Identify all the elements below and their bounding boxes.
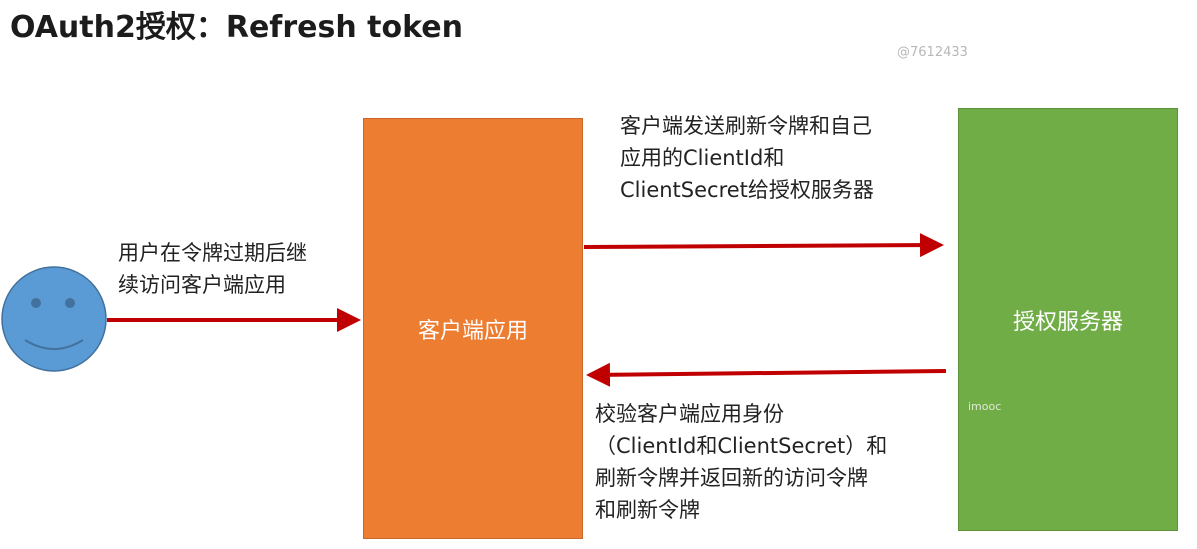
arrow-auth-to-client xyxy=(586,362,947,387)
user-smiley-icon xyxy=(1,266,107,372)
auth-server-node: 授权服务器 xyxy=(958,108,1178,531)
auth-server-label: 授权服务器 xyxy=(1012,309,1123,335)
client-request-label: 客户端发送刷新令牌和自己 应用的ClientId和 ClientSecret给授… xyxy=(620,114,874,202)
user-access-label: 用户在令牌过期后继 续访问客户端应用 xyxy=(118,241,307,297)
server-response-label: 校验客户端应用身份 （ClientId和ClientSecret）和 刷新令牌并… xyxy=(595,402,888,522)
client-app-node: 客户端应用 xyxy=(363,118,583,539)
page-title: OAuth2授权：Refresh token xyxy=(10,10,463,45)
watermark: @7612433 xyxy=(897,45,968,60)
arrow-client-to-auth xyxy=(583,233,944,258)
client-app-label: 客户端应用 xyxy=(417,318,528,344)
watermark-small: imooc xyxy=(968,400,1002,413)
